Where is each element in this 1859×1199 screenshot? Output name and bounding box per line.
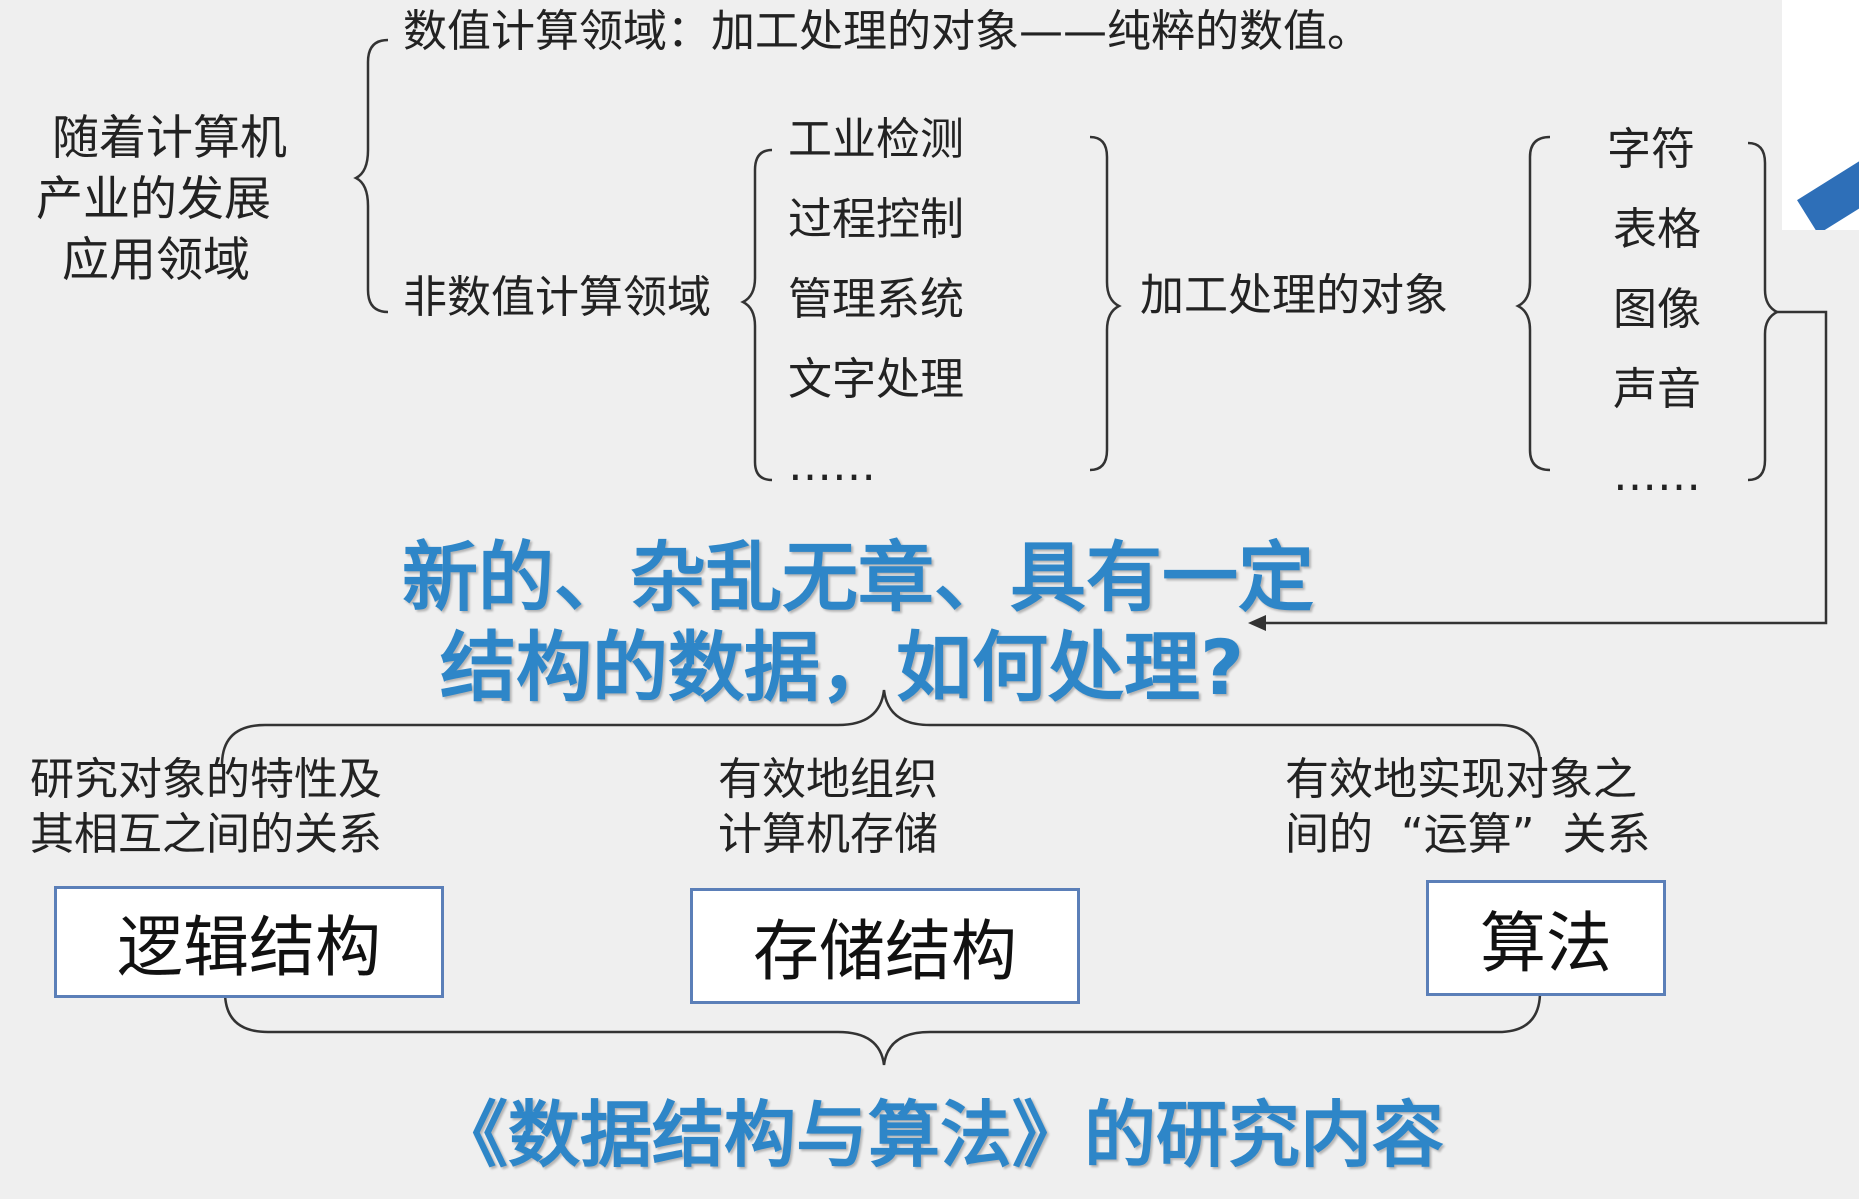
corner-photo — [1782, 0, 1859, 230]
list-item: 文字处理 — [788, 354, 964, 405]
list-item: 表格 — [1613, 204, 1701, 255]
title-line: 随着计算机 — [52, 111, 287, 166]
title-line: 产业的发展 — [36, 172, 271, 227]
list-item: 管理系统 — [788, 274, 964, 325]
process-object-text: 加工处理的对象 — [1140, 270, 1448, 321]
storage-structure-box: 存储结构 — [690, 888, 1080, 1004]
list-item: …… — [1613, 450, 1701, 501]
numeric-domain-text: 数值计算领域：加工处理的对象——纯粹的数值。 — [403, 6, 1371, 57]
aspect-desc-line: 有效地实现对象之 — [1285, 754, 1637, 805]
non-numeric-domain-text: 非数值计算领域 — [403, 272, 711, 323]
objects-right-brace — [1747, 141, 1780, 482]
aspect-desc-line: 有效地组织 — [718, 754, 938, 805]
apps-right-brace — [1089, 135, 1122, 472]
arrow-head — [1248, 615, 1266, 631]
question-line: 结构的数据，如何处理? — [440, 623, 1245, 712]
list-item: 声音 — [1613, 364, 1701, 415]
list-item: 工业检测 — [788, 114, 964, 165]
corner-stripe — [1797, 125, 1859, 230]
apps-left-brace — [740, 148, 773, 482]
aspect-desc-line: 计算机存储 — [718, 809, 938, 860]
logical-structure-box: 逻辑结构 — [54, 886, 444, 998]
list-item: …… — [788, 440, 876, 491]
list-item: 字符 — [1607, 124, 1695, 175]
list-item: 图像 — [1613, 284, 1701, 335]
lower-brace — [223, 991, 1542, 1066]
conclusion-text: 《数据结构与算法》的研究内容 — [436, 1093, 1445, 1177]
algorithm-box: 算法 — [1426, 880, 1666, 996]
aspect-desc-line: 其相互之间的关系 — [30, 809, 382, 860]
aspect-desc-line: 研究对象的特性及 — [30, 754, 382, 805]
aspect-desc-line: 间的 “运算” 关系 — [1285, 809, 1651, 860]
title-line: 应用领域 — [62, 233, 250, 288]
list-item: 过程控制 — [788, 194, 964, 245]
connector-line — [1262, 310, 1828, 625]
objects-left-brace — [1515, 135, 1551, 472]
upper-brace — [220, 689, 1542, 766]
main-brace — [353, 38, 389, 314]
question-line: 新的、杂乱无章、具有一定 — [402, 533, 1314, 622]
